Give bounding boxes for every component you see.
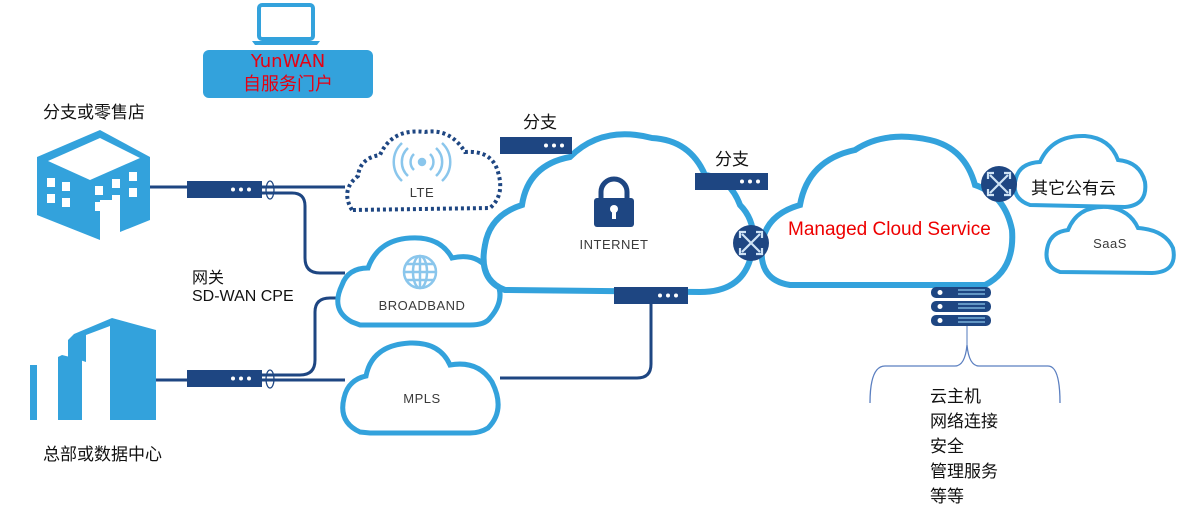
hq-building-icon bbox=[30, 318, 156, 420]
service-item: 云主机 bbox=[930, 387, 981, 407]
portal-subtitle: 自服务门户 bbox=[243, 74, 333, 95]
branch-device-top bbox=[500, 137, 572, 154]
broadband-cloud: BROADBAND bbox=[335, 235, 503, 328]
branch-label-top: 分支 bbox=[523, 113, 557, 133]
connection-lines bbox=[150, 185, 653, 382]
lock-icon bbox=[594, 176, 634, 227]
server-stack-icon bbox=[931, 287, 991, 345]
mpls-cloud: MPLS bbox=[340, 340, 501, 436]
cpe-device-branch bbox=[187, 180, 275, 200]
cpe-label: SD-WAN CPE bbox=[192, 288, 294, 305]
service-item: 等等 bbox=[930, 487, 964, 507]
saas-label: SaaS bbox=[1093, 236, 1127, 251]
internet-device-bottom bbox=[614, 287, 688, 304]
managed-cloud-service-label: Managed Cloud Service bbox=[788, 219, 991, 240]
portal-label[interactable]: YunWAN 自服务门户 bbox=[203, 50, 373, 96]
internet-label: INTERNET bbox=[580, 237, 649, 252]
globe-icon bbox=[402, 254, 438, 290]
lte-cloud: LTE bbox=[345, 129, 503, 213]
cpe-device-hq bbox=[187, 369, 275, 389]
router-icon-internet-mcs bbox=[731, 223, 771, 263]
services-list: 云主机 网络连接 安全 管理服务 等等 bbox=[930, 385, 998, 510]
mpls-label: MPLS bbox=[403, 391, 440, 406]
service-item: 网络连接 bbox=[930, 412, 998, 432]
laptop-icon bbox=[252, 3, 320, 45]
gateway-label: 网关 bbox=[192, 268, 225, 287]
router-icon-public-cloud bbox=[979, 164, 1019, 204]
hq-site-label: 总部或数据中心 bbox=[43, 445, 162, 465]
service-item: 管理服务 bbox=[930, 462, 998, 482]
other-public-cloud-label: 其它公有云 bbox=[1031, 179, 1116, 199]
branch-site-label: 分支或零售店 bbox=[43, 103, 145, 123]
branch-device-right bbox=[695, 173, 768, 190]
branch-building-icon bbox=[37, 130, 150, 240]
portal-title: YunWAN bbox=[250, 51, 326, 72]
broadband-label: BROADBAND bbox=[379, 298, 466, 313]
internet-cloud: INTERNET bbox=[480, 131, 757, 296]
other-public-cloud bbox=[1012, 133, 1148, 210]
services-brace bbox=[869, 344, 1061, 404]
lte-label: LTE bbox=[410, 185, 434, 200]
saas-cloud: SaaS bbox=[1044, 204, 1176, 276]
wireless-icon bbox=[392, 142, 452, 182]
service-item: 安全 bbox=[930, 437, 964, 457]
managed-cloud bbox=[758, 133, 1016, 288]
self-service-portal-button[interactable] bbox=[203, 50, 373, 98]
branch-label-right: 分支 bbox=[715, 150, 749, 170]
